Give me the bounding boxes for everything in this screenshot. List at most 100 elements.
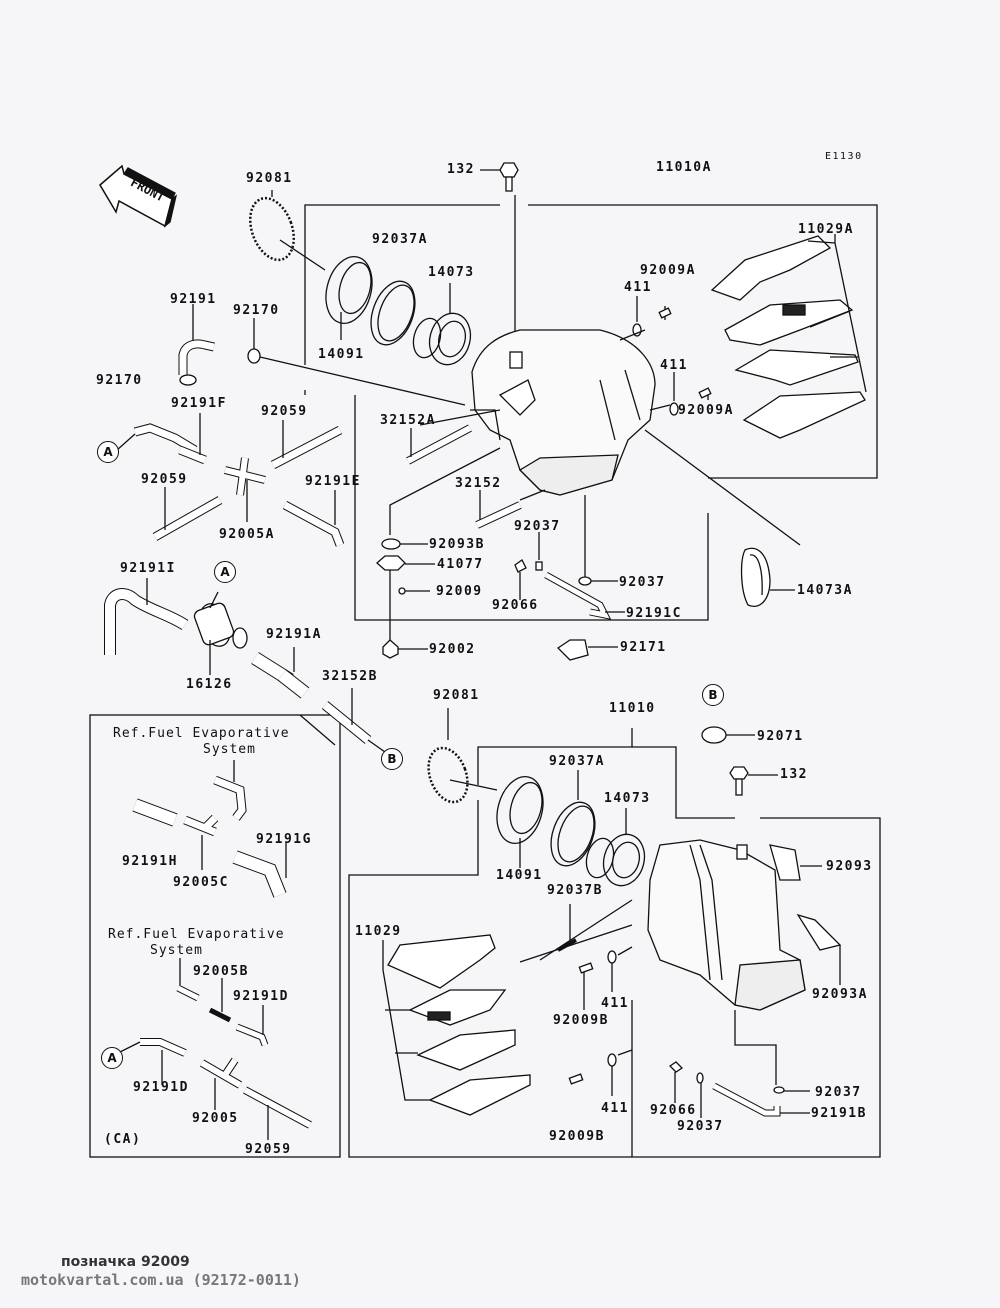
washers-411-top	[632, 296, 712, 416]
part-label[interactable]: 32152	[455, 476, 502, 491]
part-label[interactable]: 32152A	[380, 413, 436, 428]
clamp-92037A-bottom	[550, 770, 596, 867]
ca-hoses	[132, 760, 312, 1140]
part-label[interactable]: 92093	[826, 859, 873, 874]
footer-caption: позначка 92009	[61, 1254, 190, 1270]
ref-note-line2: System	[150, 943, 203, 958]
diagram-code: E1130	[825, 151, 863, 162]
pipes-32152	[406, 424, 546, 529]
part-label[interactable]: 92009	[436, 584, 483, 599]
ref-note-line2: System	[203, 742, 256, 757]
part-label[interactable]: 92037A	[549, 754, 605, 769]
part-label[interactable]: 92170	[233, 303, 280, 318]
part-label[interactable]: 92009B	[553, 1013, 609, 1028]
part-label[interactable]: 92059	[245, 1142, 292, 1157]
part-label[interactable]: 92081	[246, 171, 293, 186]
part-label[interactable]: 32152B	[322, 669, 378, 684]
connector-b: B	[381, 748, 403, 770]
part-label[interactable]: 41077	[437, 557, 484, 572]
spring-ring-bottom	[427, 708, 498, 804]
part-label[interactable]: 92037	[514, 519, 561, 534]
part-label[interactable]: 92191H	[122, 854, 178, 869]
part-label[interactable]: 92093A	[812, 987, 868, 1002]
part-label[interactable]: 92002	[429, 642, 476, 657]
bolt-132-bottom	[729, 766, 778, 796]
part-label[interactable]: 92191I	[120, 561, 176, 576]
connector-a: A	[97, 441, 119, 463]
part-label[interactable]: 14091	[318, 347, 365, 362]
part-label[interactable]: 92009A	[678, 403, 734, 418]
part-label[interactable]: 92059	[261, 404, 308, 419]
assembly-label-bottom: 11010	[609, 701, 656, 716]
part-label[interactable]: 92191F	[171, 396, 227, 411]
part-label[interactable]: 11029	[355, 924, 402, 939]
intake-14073A	[740, 547, 795, 607]
assembly-frame-bottom	[348, 728, 881, 1158]
duct-14073-bottom	[585, 808, 646, 887]
ca-variant-box	[89, 714, 341, 1158]
filter-11029	[382, 934, 531, 1116]
part-label[interactable]: 92066	[492, 598, 539, 613]
hoses-cross-section	[133, 413, 345, 547]
part-label[interactable]: 92191D	[133, 1080, 189, 1095]
connector-leaders	[115, 433, 141, 1055]
part-label[interactable]: 411	[601, 1101, 629, 1116]
part-label[interactable]: 14073	[604, 791, 651, 806]
part-label[interactable]: 92191A	[266, 627, 322, 642]
part-label[interactable]: 92037	[677, 1119, 724, 1134]
part-label[interactable]: 92071	[757, 729, 804, 744]
part-label[interactable]: 132	[780, 767, 808, 782]
part-label[interactable]: 92081	[433, 688, 480, 703]
hose-92191	[178, 304, 215, 375]
leader-lines-top	[259, 329, 801, 546]
part-label[interactable]: 92009A	[640, 263, 696, 278]
part-label[interactable]: 92191G	[256, 832, 312, 847]
part-label[interactable]: 411	[624, 280, 652, 295]
part-label[interactable]: 92037B	[547, 883, 603, 898]
part-label[interactable]: 14073A	[797, 583, 853, 598]
part-label[interactable]: 92170	[96, 373, 143, 388]
part-label[interactable]: 92009B	[549, 1129, 605, 1144]
duct-14073-top	[412, 283, 472, 366]
part-label[interactable]: 92005A	[219, 527, 275, 542]
part-label[interactable]: 92059	[141, 472, 188, 487]
part-label[interactable]: 92066	[650, 1103, 697, 1118]
part-label[interactable]: 92171	[620, 640, 667, 655]
part-label[interactable]: 14091	[496, 868, 543, 883]
part-label[interactable]: 92037A	[372, 232, 428, 247]
seal-14091-bottom	[496, 776, 544, 868]
bolt-132-top	[480, 162, 519, 345]
pod-filter-16126	[104, 578, 386, 753]
part-label[interactable]: 92005	[192, 1111, 239, 1126]
connector-b: B	[702, 684, 724, 706]
fasteners-bottom	[519, 904, 810, 1118]
part-label[interactable]: 92037	[815, 1085, 862, 1100]
part-label[interactable]: 16126	[186, 677, 233, 692]
airbox-housing-top	[471, 329, 656, 496]
spring-ring-top	[249, 190, 326, 271]
filter-11029A	[710, 234, 867, 439]
assembly-frame-top	[304, 204, 878, 621]
part-label[interactable]: 411	[660, 358, 688, 373]
clamp-92037A-top	[370, 280, 416, 346]
part-label[interactable]: 92191	[170, 292, 217, 307]
part-label[interactable]: 92191B	[811, 1106, 867, 1121]
part-label[interactable]: 132	[447, 162, 475, 177]
clip-92170	[179, 318, 261, 386]
part-label[interactable]: 92005B	[193, 964, 249, 979]
part-label[interactable]: 411	[601, 996, 629, 1011]
part-label[interactable]: 14073	[428, 265, 475, 280]
part-label[interactable]: 92191C	[626, 606, 682, 621]
connector-a: A	[101, 1047, 123, 1069]
drain-parts-top	[376, 447, 625, 661]
part-label[interactable]: 92191D	[233, 989, 289, 1004]
ref-note-line1: Ref.Fuel Evaporative	[108, 927, 285, 942]
seal-14091-top	[325, 256, 373, 340]
airbox-housing-bottom	[647, 839, 842, 1085]
part-label[interactable]: 92037	[619, 575, 666, 590]
part-label[interactable]: 92191E	[305, 474, 361, 489]
part-label[interactable]: 92005C	[173, 875, 229, 890]
part-label[interactable]: 11029A	[798, 222, 854, 237]
part-label[interactable]: 92093B	[429, 537, 485, 552]
